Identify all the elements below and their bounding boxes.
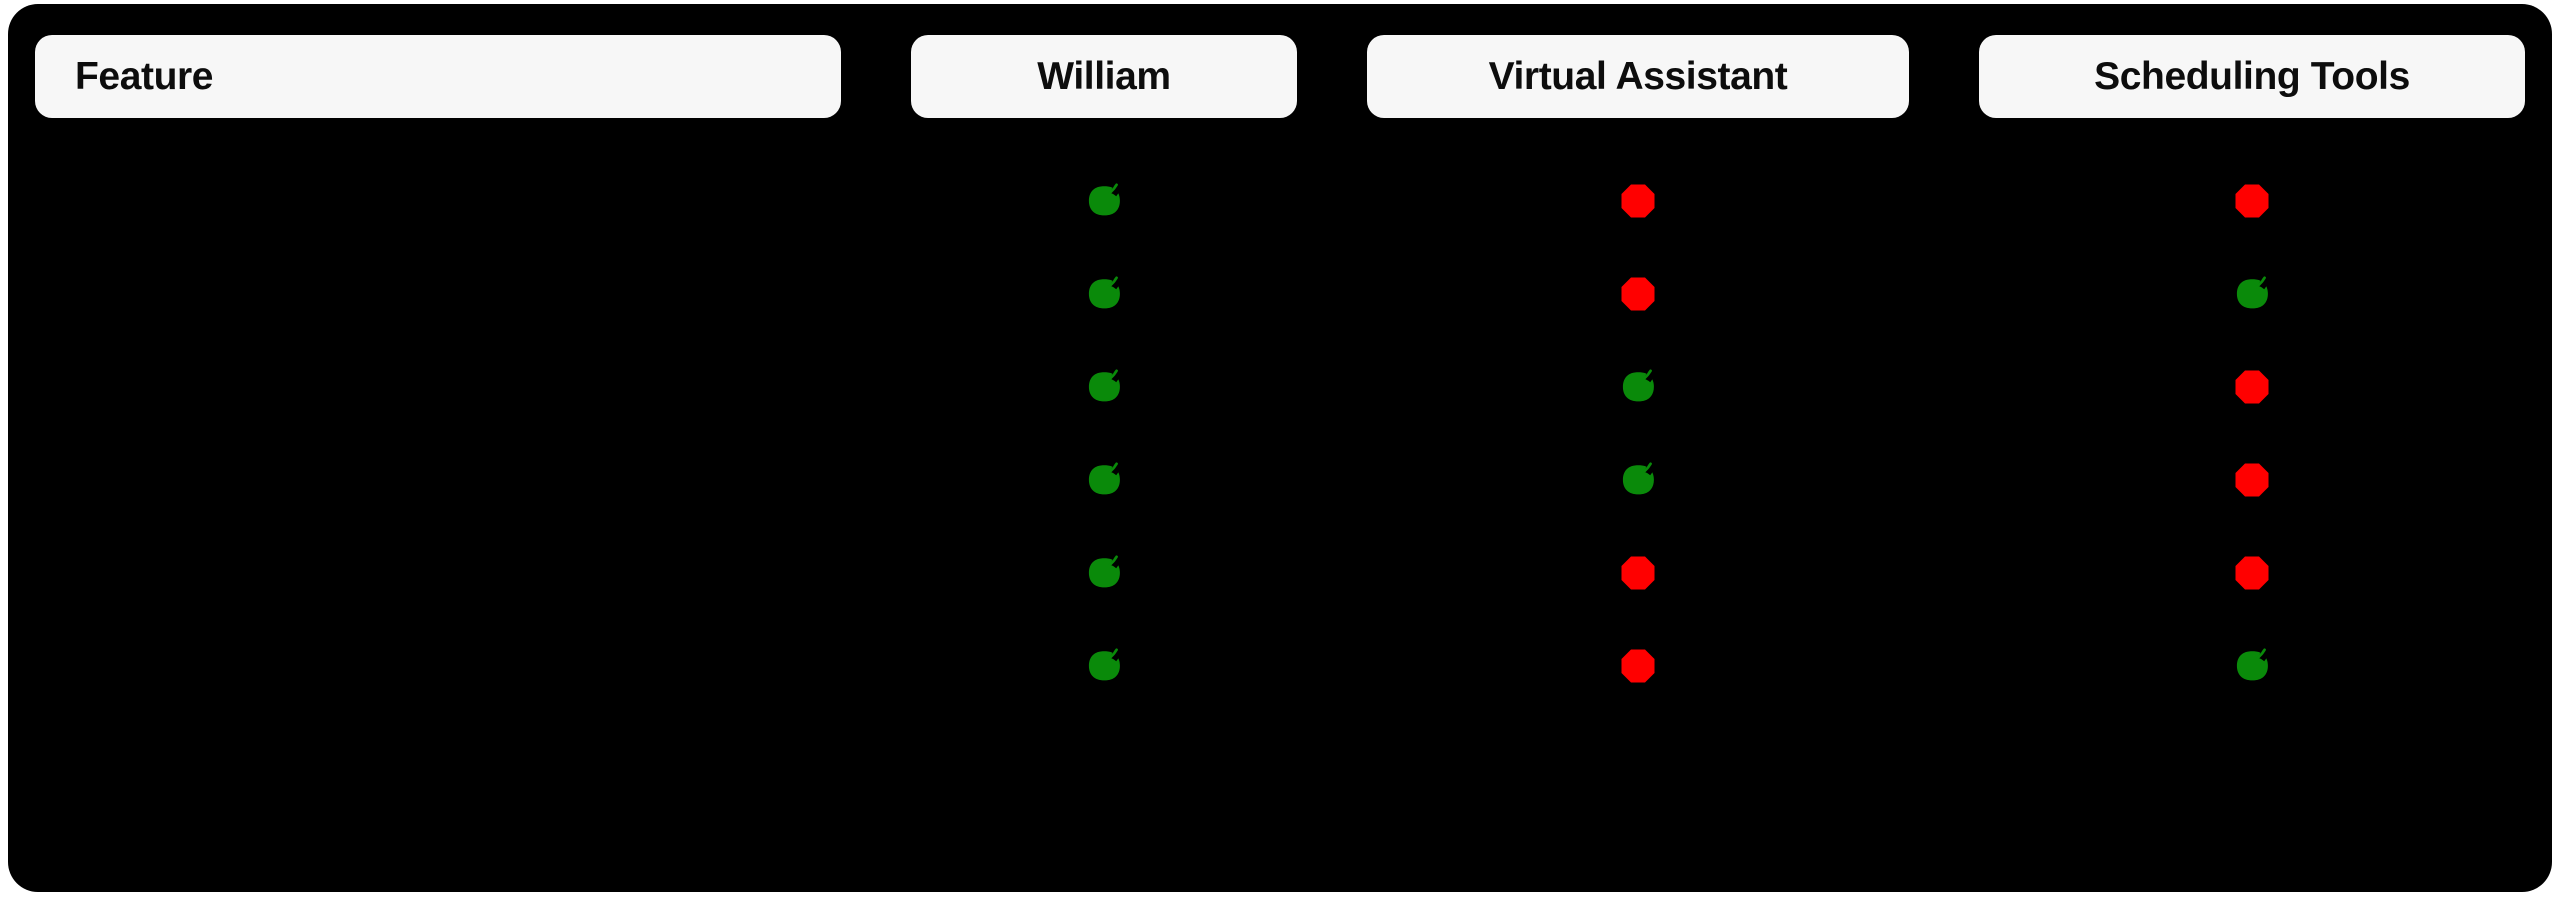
table-row <box>8 154 2552 247</box>
table-row <box>8 340 2552 433</box>
table-cell-tools <box>1979 526 2525 619</box>
green-apple-icon <box>2230 644 2274 688</box>
table-cell-assistant <box>1367 247 1909 340</box>
table-cell-assistant <box>1367 433 1909 526</box>
table-cell-william <box>911 619 1297 712</box>
red-octagon-icon <box>1616 179 1660 223</box>
table-row <box>8 619 2552 712</box>
column-header-label: Feature <box>75 55 214 98</box>
table-row <box>8 526 2552 619</box>
green-apple-icon <box>1082 551 1126 595</box>
red-octagon-icon <box>1616 272 1660 316</box>
red-octagon-icon <box>1616 551 1660 595</box>
table-cell-tools <box>1979 340 2525 433</box>
table-body <box>8 122 2552 892</box>
red-octagon-icon <box>2230 458 2274 502</box>
red-octagon-icon <box>1616 644 1660 688</box>
table-cell-feature <box>35 340 841 433</box>
table-cell-william <box>911 433 1297 526</box>
table-cell-assistant <box>1367 340 1909 433</box>
green-apple-icon <box>1082 272 1126 316</box>
table-cell-william <box>911 340 1297 433</box>
column-header-feature[interactable]: Feature <box>35 35 841 118</box>
table-cell-tools <box>1979 154 2525 247</box>
green-apple-icon <box>1082 179 1126 223</box>
green-apple-icon <box>1082 365 1126 409</box>
column-header-tools[interactable]: Scheduling Tools <box>1979 35 2525 118</box>
red-octagon-icon <box>2230 179 2274 223</box>
table-row <box>8 433 2552 526</box>
red-octagon-icon <box>2230 551 2274 595</box>
column-header-label: Scheduling Tools <box>2094 55 2410 98</box>
column-header-label: Virtual Assistant <box>1488 55 1788 98</box>
table-cell-assistant <box>1367 154 1909 247</box>
green-apple-icon <box>1082 644 1126 688</box>
green-apple-icon <box>1616 365 1660 409</box>
table-cell-tools <box>1979 433 2525 526</box>
table-cell-william <box>911 247 1297 340</box>
green-apple-icon <box>2230 272 2274 316</box>
column-header-assistant[interactable]: Virtual Assistant <box>1367 35 1909 118</box>
table-cell-feature <box>35 433 841 526</box>
table-cell-william <box>911 526 1297 619</box>
table-header-row: Feature William Virtual Assistant Schedulin… <box>8 4 2552 122</box>
table-row <box>8 247 2552 340</box>
column-header-william[interactable]: William <box>911 35 1297 118</box>
table-cell-feature <box>35 526 841 619</box>
green-apple-icon <box>1616 458 1660 502</box>
column-header-label: William <box>1037 55 1171 98</box>
table-cell-william <box>911 154 1297 247</box>
table-cell-assistant <box>1367 526 1909 619</box>
red-octagon-icon <box>2230 365 2274 409</box>
green-apple-icon <box>1082 458 1126 502</box>
table-cell-feature <box>35 619 841 712</box>
comparison-table-panel: Feature William Virtual Assistant Schedulin… <box>8 4 2552 892</box>
table-cell-feature <box>35 154 841 247</box>
table-cell-tools <box>1979 247 2525 340</box>
table-cell-feature <box>35 247 841 340</box>
table-cell-tools <box>1979 619 2525 712</box>
table-cell-assistant <box>1367 619 1909 712</box>
